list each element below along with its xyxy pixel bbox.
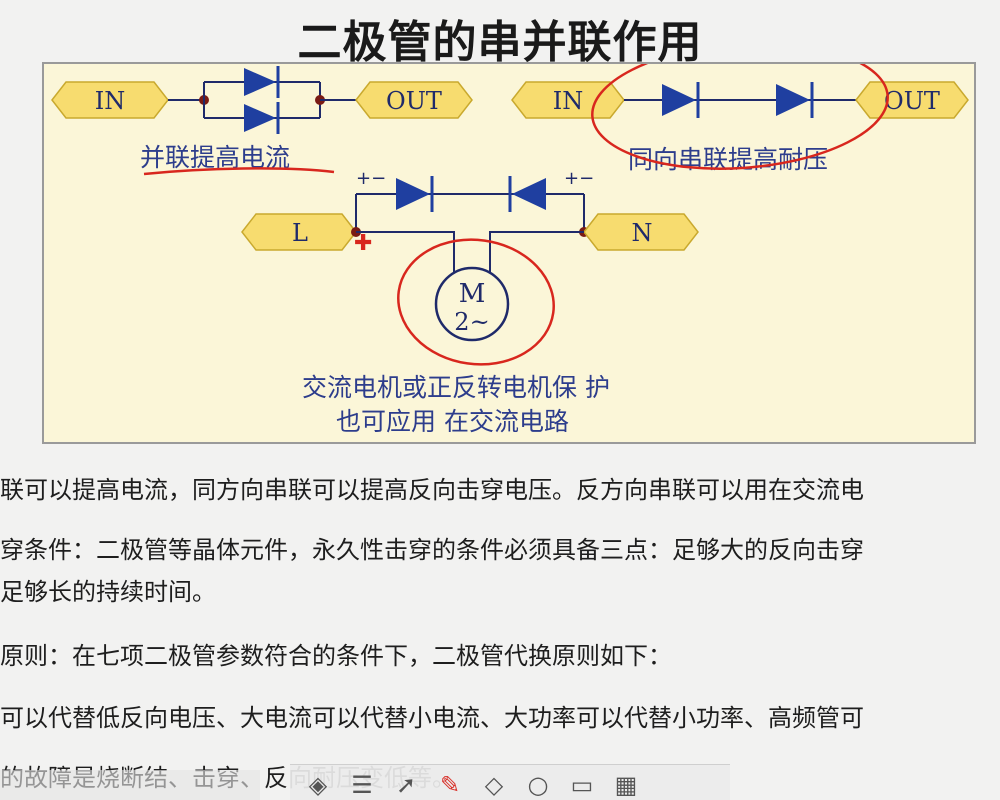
motor-label-bottom: 2~	[454, 308, 489, 336]
series-out-label: OUT	[884, 87, 940, 115]
presenter-strip	[0, 770, 260, 800]
layers-icon[interactable]: ◈	[308, 770, 328, 799]
paragraph-line: 原则：在七项二极管参数符合的条件下，二极管代换原则如下：	[0, 642, 672, 670]
ac-caption-line1: 交流电机或正反转电机保 护	[302, 373, 610, 402]
list-icon[interactable]: ☰	[351, 770, 373, 799]
polarity-right: +−	[564, 168, 594, 189]
wire	[356, 231, 455, 272]
wire	[489, 231, 584, 272]
ac-circuit: L +− +− N M 2~ ✚ 交流电机或正反转电机保 护 也可应用 在交流电…	[241, 168, 699, 436]
slide-title: 二极管的串并联作用	[297, 17, 703, 68]
neutral-tag	[583, 213, 699, 251]
diode-icon	[396, 178, 430, 210]
paragraph-line: 联可以提高电流，同方向串联可以提高反向击穿电压。反方向串联可以用在交流电	[0, 476, 864, 504]
diode-icon	[244, 104, 276, 132]
diode-icon	[662, 84, 696, 116]
circle-annotation	[591, 64, 889, 170]
paragraph-line: 可以代替低反向电压、大电流可以代替小电流、大功率可以代替小功率、高频管可	[0, 704, 864, 732]
series-in-label: IN	[553, 87, 583, 115]
paragraph-line: 穿条件：二极管等晶体元件，永久性击穿的条件必须具备三点：足够大的反向击穿	[0, 536, 864, 564]
parallel-in-label: IN	[95, 87, 125, 115]
neutral-tag-label: N	[632, 219, 653, 247]
pen-icon[interactable]: ✎	[439, 770, 461, 799]
polarity-left: +−	[356, 168, 386, 189]
circuit-svg: IN OUT 并联提高电流 IN	[51, 64, 969, 436]
zoom-icon[interactable]: ○	[527, 770, 549, 799]
paragraph-line: 足够长的持续时间。	[0, 578, 216, 606]
parallel-out-tag	[355, 81, 473, 119]
ac-caption-line2: 也可应用 在交流电路	[336, 407, 569, 436]
motor-icon	[434, 266, 510, 342]
plus-annotation: ✚	[354, 231, 372, 256]
motor-label-top: M	[459, 279, 486, 309]
circle-annotation	[397, 238, 555, 366]
diode-icon	[512, 178, 546, 210]
presentation-toolbar: ◈ ☰ ➚ ✎ ◇ ○ ▭ ▦	[290, 764, 730, 800]
pointer-icon[interactable]: ➚	[395, 770, 417, 799]
diode-icon	[776, 84, 810, 116]
parallel-out-label: OUT	[386, 87, 442, 115]
parallel-circuit: IN OUT 并联提高电流	[51, 66, 473, 176]
underline-annotation	[143, 167, 335, 176]
diode-icon	[244, 68, 276, 96]
grid-icon[interactable]: ▦	[614, 770, 638, 799]
board-icon[interactable]: ▭	[570, 770, 594, 799]
series-circuit: IN OUT 同向串联提高耐压	[511, 64, 969, 174]
line-tag-label: L	[292, 219, 308, 247]
eraser-icon[interactable]: ◇	[484, 770, 504, 799]
circuit-diagram: IN OUT 并联提高电流 IN	[42, 62, 976, 444]
